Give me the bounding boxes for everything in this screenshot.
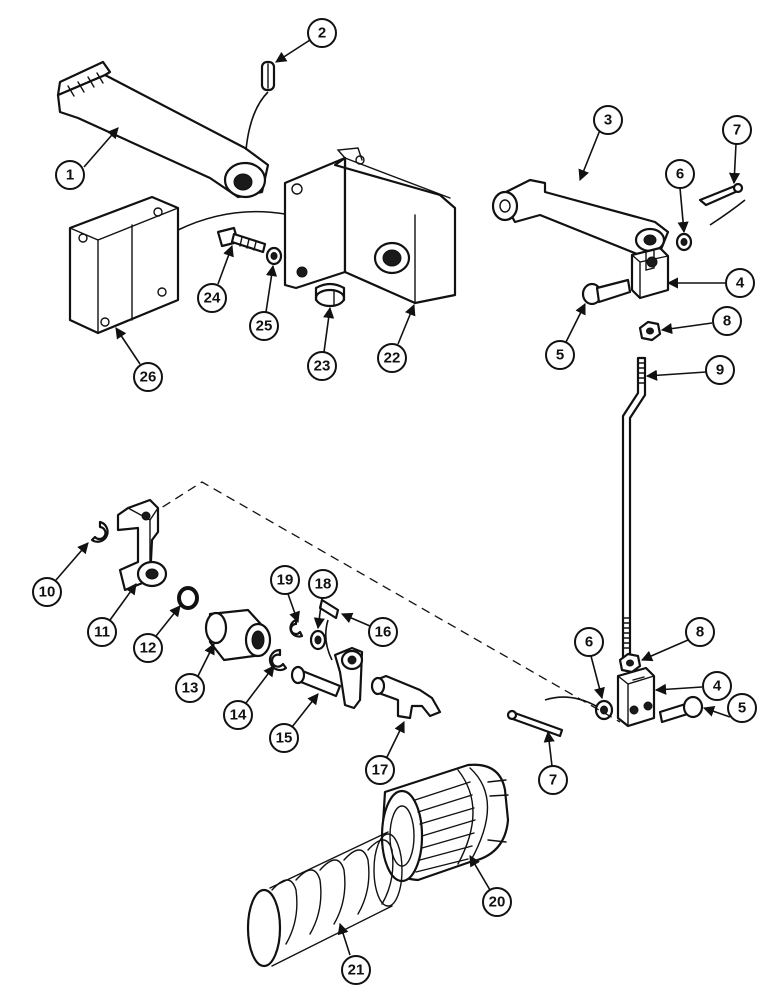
svg-text:11: 11: [94, 624, 110, 641]
cotter-pin-upper: [698, 182, 746, 226]
callout-3: 3: [578, 105, 623, 182]
svg-text:26: 26: [140, 369, 157, 386]
snap-ring-10: [90, 520, 109, 543]
callout-1: 1: [55, 127, 119, 190]
shift-fork: [370, 674, 442, 720]
bolt: [216, 226, 267, 254]
bushing-23: [314, 282, 346, 308]
svg-text:2: 2: [318, 25, 326, 42]
callout-7-upper: 7: [722, 115, 752, 185]
callout-8-lower: 8: [640, 617, 715, 662]
callout-13: 13: [175, 642, 215, 703]
bell-crank-bracket: [116, 498, 168, 592]
svg-text:6: 6: [585, 634, 593, 651]
callout-5-upper: 5: [545, 302, 586, 370]
callout-12: 12: [133, 605, 181, 663]
callout-14: 14: [223, 665, 275, 730]
cross-shaft-arm: [491, 178, 670, 258]
callout-4-upper: 4: [666, 268, 755, 298]
washer-25: [265, 246, 283, 266]
callout-9: 9: [645, 355, 735, 385]
svg-text:15: 15: [276, 730, 293, 747]
svg-text:17: 17: [372, 762, 389, 779]
svg-text:8: 8: [723, 313, 731, 330]
pad-block: [68, 195, 180, 335]
svg-text:5: 5: [556, 347, 564, 364]
callout-5-lower: 5: [702, 693, 757, 723]
callout-11: 11: [87, 583, 137, 647]
washer-upper: [675, 232, 693, 252]
nut-upper: [638, 320, 662, 342]
callout-20: 20: [469, 855, 512, 917]
callout-16: 16: [340, 612, 398, 647]
callout-22: 22: [377, 303, 416, 373]
callout-7-lower: 7: [538, 730, 568, 795]
svg-text:16: 16: [375, 624, 392, 641]
svg-text:3: 3: [604, 112, 612, 129]
snap-ring-14: [268, 648, 288, 672]
callout-23: 23: [307, 306, 337, 381]
callout-15: 15: [269, 693, 319, 753]
spring: [246, 831, 403, 968]
svg-text:5: 5: [738, 700, 746, 717]
pedal-bracket: [283, 147, 457, 305]
key: [318, 598, 340, 661]
svg-text:19: 19: [277, 572, 294, 589]
callout-24: 24: [197, 244, 234, 313]
svg-text:25: 25: [256, 318, 273, 335]
callout-21: 21: [337, 922, 371, 985]
clevis-pin-lower: [658, 695, 704, 724]
callout-6-lower: 6: [574, 627, 605, 700]
splined-hub: [380, 763, 510, 883]
svg-text:6: 6: [676, 166, 684, 183]
svg-text:8: 8: [696, 624, 704, 641]
callout-8-upper: 8: [660, 306, 742, 336]
washer-18: [309, 629, 327, 651]
pedal-lever: [56, 60, 270, 199]
callout-4-lower: 4: [654, 671, 732, 701]
nut-lower: [618, 652, 642, 674]
svg-text:24: 24: [204, 290, 221, 307]
callout-19: 19: [270, 565, 300, 624]
lever-shaft: [290, 646, 364, 710]
svg-text:18: 18: [315, 576, 332, 593]
svg-text:12: 12: [140, 640, 157, 657]
svg-text:4: 4: [713, 678, 722, 695]
clevis-pin-upper: [581, 278, 632, 306]
roll-pin: [260, 60, 276, 92]
svg-text:7: 7: [549, 772, 557, 789]
svg-text:23: 23: [314, 358, 331, 375]
svg-text:9: 9: [716, 362, 724, 379]
svg-text:22: 22: [384, 350, 401, 367]
clevis-upper: [630, 246, 670, 300]
svg-text:20: 20: [489, 894, 506, 911]
svg-text:4: 4: [736, 275, 745, 292]
o-ring: [177, 586, 199, 610]
callout-25: 25: [249, 264, 279, 341]
svg-text:7: 7: [733, 122, 741, 139]
callout-26: 26: [115, 327, 163, 392]
svg-text:13: 13: [182, 680, 199, 697]
cotter-pin-lower: [506, 696, 597, 738]
svg-text:21: 21: [348, 962, 365, 979]
callout-2: 2: [275, 18, 337, 63]
callout-17: 17: [365, 720, 405, 785]
clevis-lower: [616, 666, 656, 728]
svg-text:14: 14: [230, 707, 247, 724]
svg-text:1: 1: [66, 167, 74, 184]
svg-text:10: 10: [39, 584, 56, 601]
sleeve: [204, 608, 272, 662]
snap-ring-19: [289, 618, 304, 638]
rod: [621, 356, 647, 660]
callout-10: 10: [32, 542, 89, 607]
callout-18: 18: [308, 569, 338, 630]
callout-6-upper: 6: [665, 159, 695, 234]
